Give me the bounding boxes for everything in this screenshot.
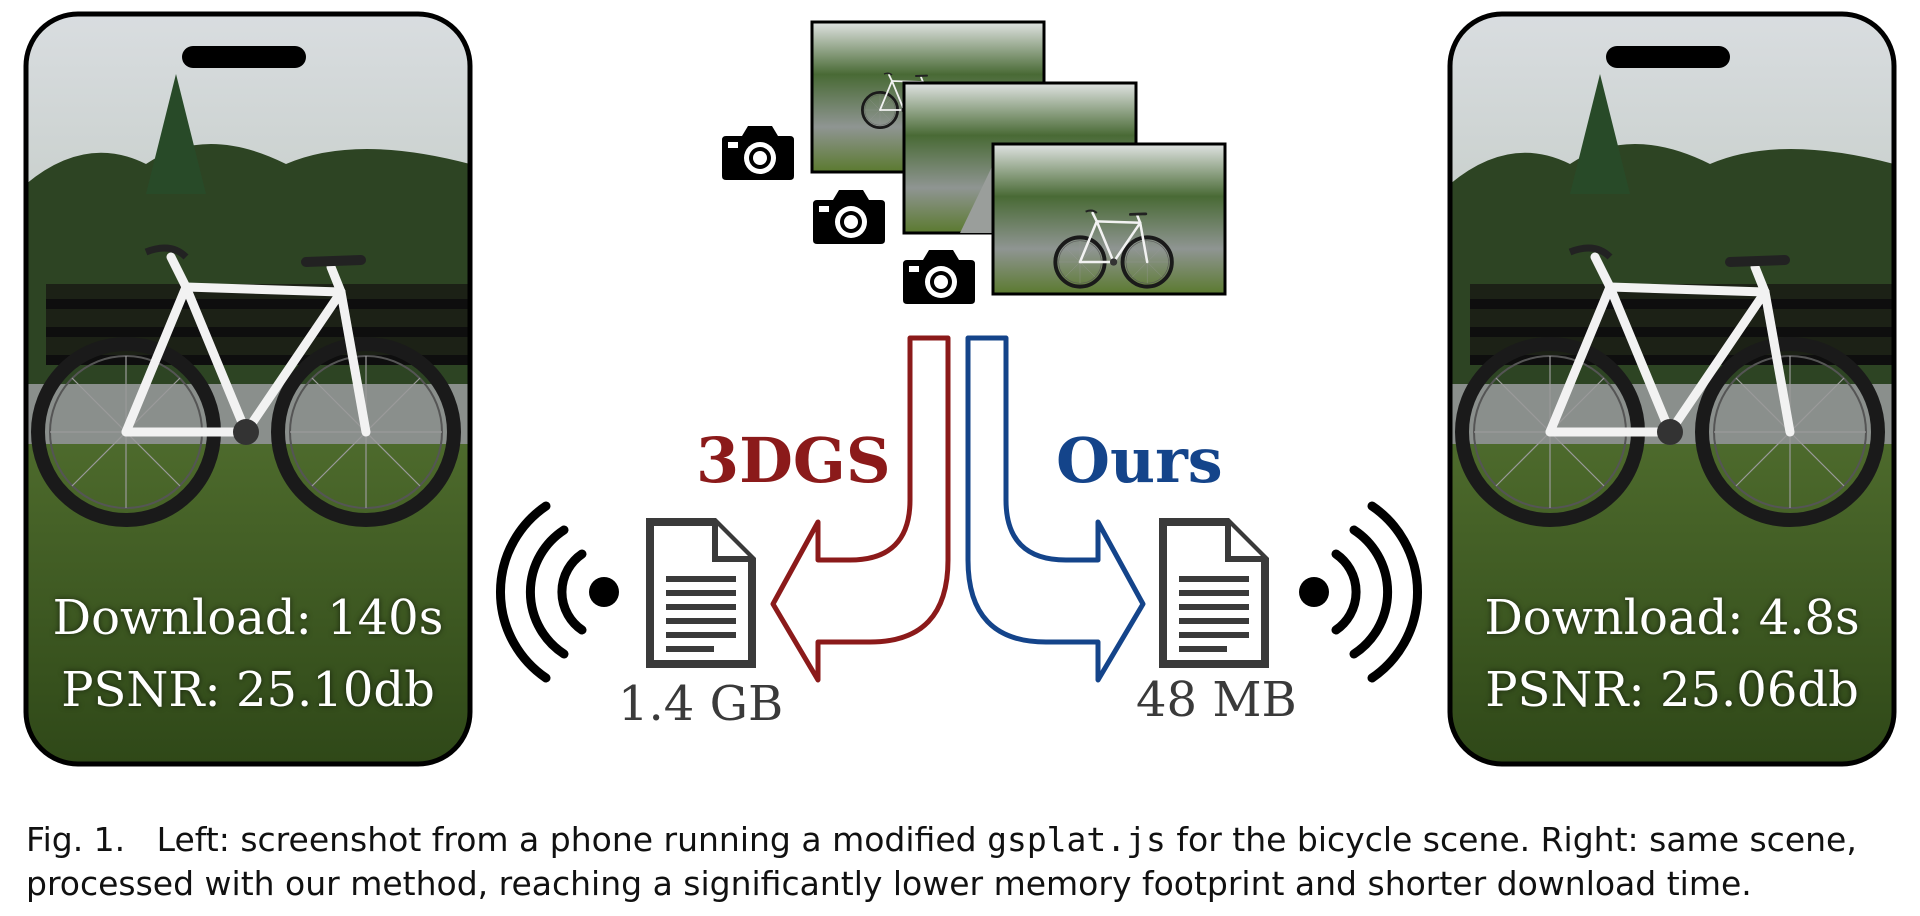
figure-caption: Fig. 1. Left: screenshot from a phone ru… xyxy=(26,818,1906,906)
left-psnr-text: PSNR: 25.10db xyxy=(61,662,435,718)
figure-graphics xyxy=(23,11,1897,767)
baseline-method-label: 3DGS xyxy=(696,424,891,497)
right-phone xyxy=(1447,11,1897,767)
caption-text-part2: for the bicycle scene. Right: same scene… xyxy=(1176,820,1857,859)
caption-code: gsplat.js xyxy=(987,820,1166,859)
document-icon xyxy=(646,518,756,668)
wifi-signal-icon xyxy=(500,506,619,678)
baseline-file-size: 1.4 GB xyxy=(618,676,784,732)
camera-icon xyxy=(813,190,885,244)
ours-file-size: 48 MB xyxy=(1136,672,1297,728)
caption-figure-label: Fig. 1. xyxy=(26,820,126,859)
left-download-text: Download: 140s xyxy=(52,590,444,646)
caption-line-1: Fig. 1. Left: screenshot from a phone ru… xyxy=(26,818,1906,862)
document-icon xyxy=(1159,518,1269,668)
ours-arrow xyxy=(965,335,1146,683)
right-psnr-text: PSNR: 25.06db xyxy=(1485,662,1859,718)
right-download-text: Download: 4.8s xyxy=(1484,590,1860,646)
camera-icon xyxy=(722,126,794,180)
figure: Download: 140s PSNR: 25.10db Download: 4… xyxy=(23,11,1897,767)
caption-line-2: processed with our method, reaching a si… xyxy=(26,864,1752,903)
phone-notch xyxy=(182,46,306,68)
left-phone xyxy=(23,11,473,767)
ours-method-label: Ours xyxy=(1056,424,1223,497)
caption-text-part1: Left: screenshot from a phone running a … xyxy=(156,820,977,859)
phone-notch xyxy=(1606,46,1730,68)
camera-icon xyxy=(903,250,975,304)
baseline-arrow xyxy=(770,335,951,683)
input-photos xyxy=(810,20,1227,296)
wifi-signal-icon xyxy=(1299,506,1418,678)
